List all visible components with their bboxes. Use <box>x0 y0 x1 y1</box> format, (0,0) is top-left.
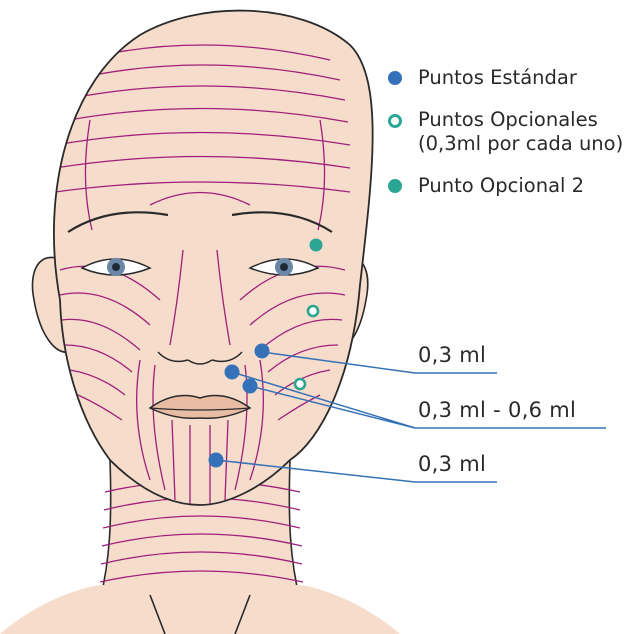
callout-smile-lines-max: 0,6 ml <box>508 398 576 422</box>
legend-label-standard: Puntos Estándar <box>418 66 577 90</box>
legend-label-optional: Puntos Opcionales <box>418 108 598 132</box>
point-optional2-temple <box>310 239 323 252</box>
face <box>54 11 373 505</box>
hollow-teal-ring-icon <box>388 114 402 128</box>
point-standard-cheek <box>255 344 270 359</box>
callout-smile-lines-sep: - <box>493 398 501 422</box>
callout-cheek-label: 0,3 ml <box>418 343 486 367</box>
filled-teal-dot-icon <box>388 179 402 193</box>
point-standard-nasolabial-lower <box>243 379 258 394</box>
callout-smile-lines-label: 0,3 ml - 0,6 ml <box>418 398 576 422</box>
point-optional-lateral-cheek <box>308 306 318 316</box>
point-optional-jaw <box>295 379 305 389</box>
callout-chin-label: 0,3 ml <box>418 452 486 476</box>
legend-label-optional-note: (0,3ml por cada uno) <box>418 132 623 156</box>
point-standard-chin <box>209 453 224 468</box>
filled-blue-dot-icon <box>388 71 402 85</box>
callout-smile-lines-min: 0,3 ml <box>418 398 486 422</box>
point-standard-nasolabial-upper <box>225 365 240 380</box>
legend-label-optional2: Punto Opcional 2 <box>418 174 584 198</box>
